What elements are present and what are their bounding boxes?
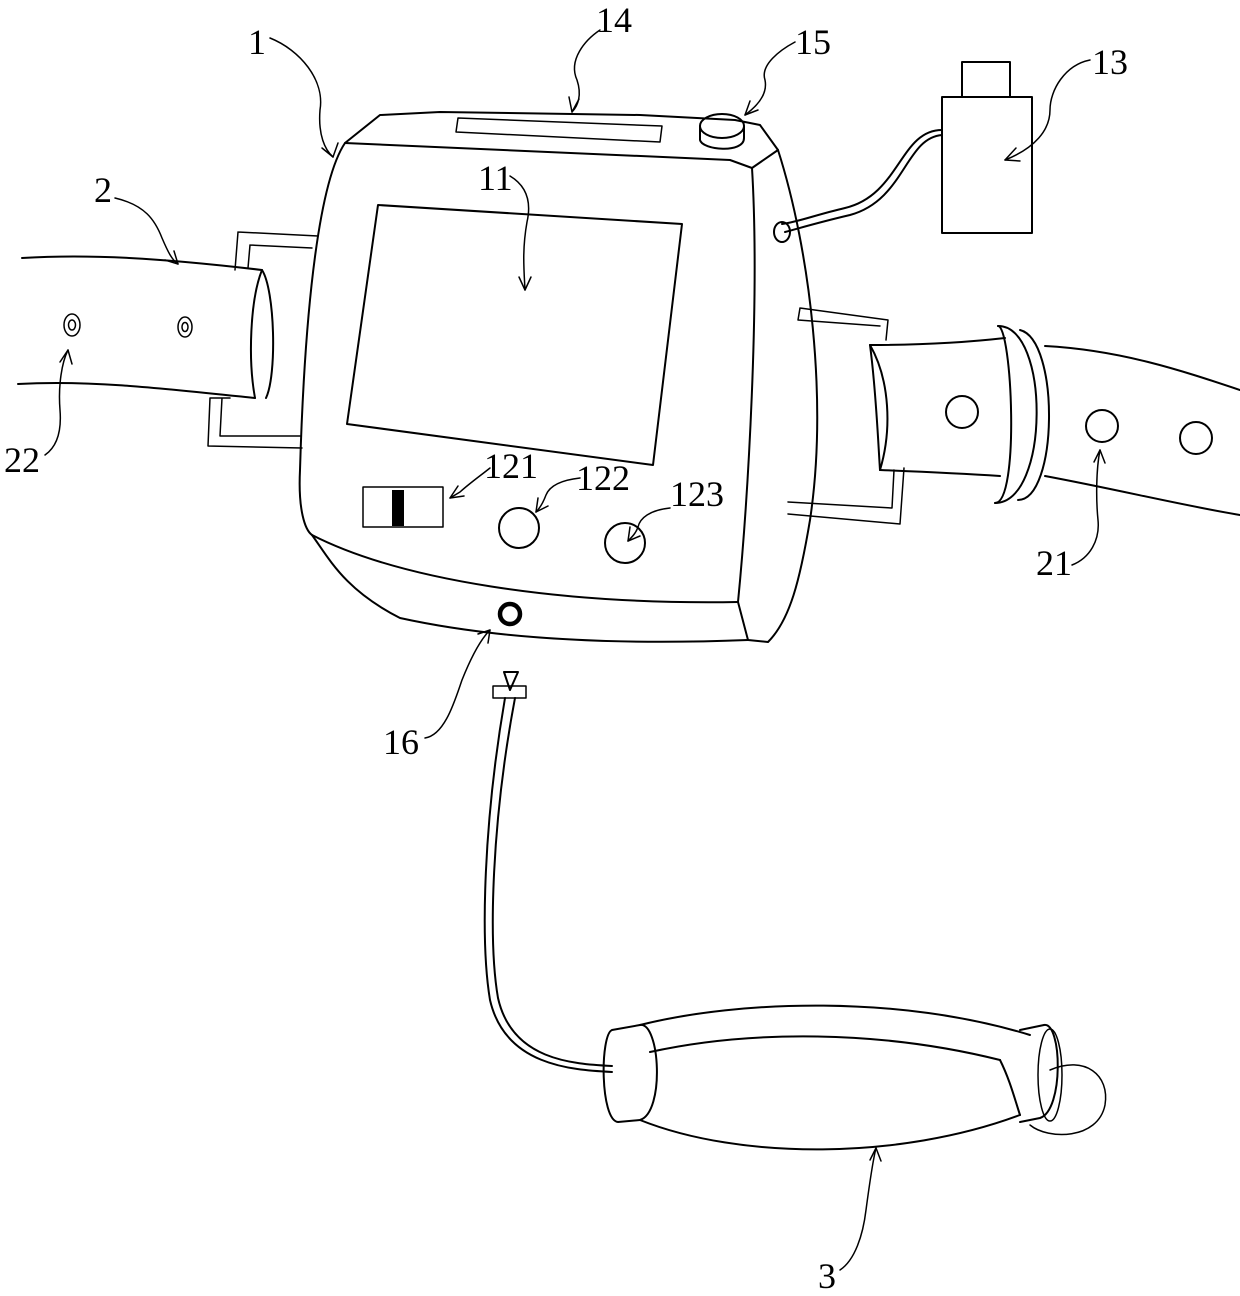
strap-rivet-22 [64,314,192,337]
label-14: 14 [596,0,632,40]
label-121: 121 [484,446,538,486]
label-3: 3 [818,1256,836,1296]
cuff [604,1006,1106,1150]
button-123 [605,523,645,563]
right-strap [788,308,1240,524]
label-22: 22 [4,440,40,480]
label-2: 2 [94,170,112,210]
button-122 [499,508,539,548]
label-123: 123 [670,474,724,514]
screen [347,205,682,465]
charger [774,62,1032,242]
left-strap [18,232,318,448]
label-15: 15 [795,22,831,62]
label-1: 1 [248,22,266,62]
tube [485,672,612,1072]
label-11: 11 [478,158,513,198]
leader-lines [45,30,1105,1270]
label-13: 13 [1092,42,1128,82]
label-122: 122 [576,458,630,498]
label-21: 21 [1036,543,1072,583]
label-16: 16 [383,722,419,762]
port [500,604,520,624]
device-body [300,112,817,642]
switch [363,487,443,527]
